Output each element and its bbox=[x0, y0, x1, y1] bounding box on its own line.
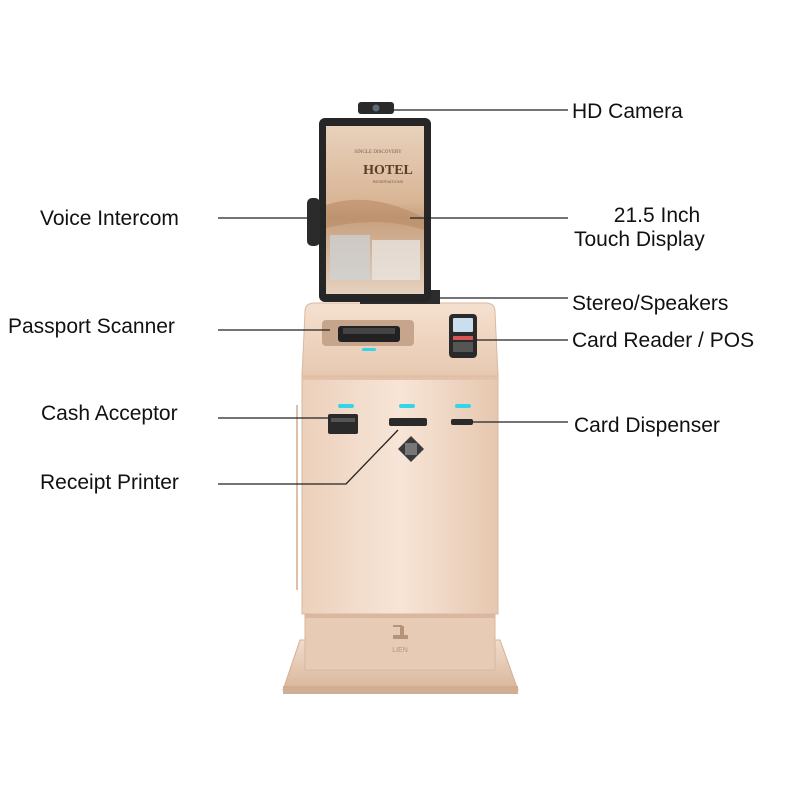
indicator-lights bbox=[338, 404, 471, 408]
label-card-reader-pos: Card Reader / POS bbox=[572, 329, 755, 352]
screen-small-bottom: RESERVATIONS bbox=[373, 179, 404, 184]
receipt-printer bbox=[389, 418, 427, 426]
kiosk-pedestal bbox=[304, 611, 496, 671]
logo-text: LIEN bbox=[392, 647, 408, 654]
kiosk-cabinet bbox=[296, 371, 499, 615]
label-card-dispenser: Card Dispenser bbox=[574, 414, 720, 437]
cash-acceptor bbox=[328, 414, 358, 434]
touch-display: SINGLE DISCOVERY HOTEL RESERVATIONS bbox=[319, 118, 440, 304]
passport-scanner bbox=[322, 320, 414, 351]
label-receipt-printer: Receipt Printer bbox=[40, 471, 179, 494]
card-dispenser bbox=[451, 419, 473, 425]
label-touch-display-line2: Touch Display bbox=[574, 228, 705, 251]
screen-small-top: SINGLE DISCOVERY bbox=[354, 150, 402, 155]
label-passport-scanner: Passport Scanner bbox=[8, 315, 175, 338]
lien-logo: LIEN bbox=[392, 625, 408, 654]
hd-camera bbox=[358, 102, 394, 114]
label-cash-acceptor: Cash Acceptor bbox=[41, 402, 178, 425]
card-reader-pos bbox=[449, 314, 477, 358]
leader-lines bbox=[218, 109, 568, 485]
label-stereo-speakers: Stereo/Speakers bbox=[572, 292, 729, 315]
label-hd-camera: HD Camera bbox=[572, 100, 683, 123]
voice-intercom bbox=[307, 198, 320, 246]
qr-scanner bbox=[398, 436, 424, 462]
screen-brand: HOTEL bbox=[363, 163, 413, 178]
label-touch-display-line1: 21.5 Inch bbox=[613, 204, 701, 227]
label-voice-intercom: Voice Intercom bbox=[40, 207, 179, 230]
